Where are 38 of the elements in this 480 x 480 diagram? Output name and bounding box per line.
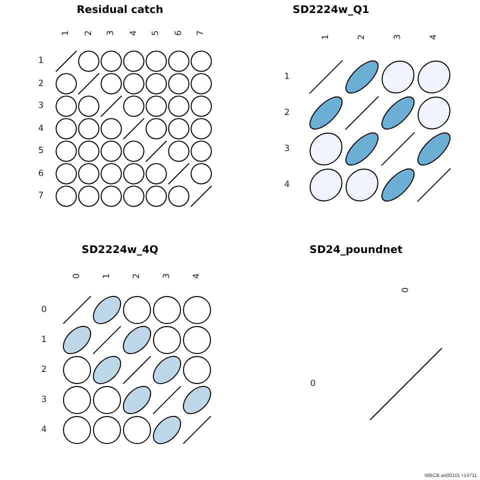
row-label: 2	[284, 108, 290, 118]
row-label: 3	[284, 144, 290, 154]
column-label: 4	[430, 34, 438, 40]
row-label: 2	[41, 366, 47, 374]
panel-title: SD2224w_Q1	[292, 4, 370, 16]
column-label: 1	[322, 34, 330, 40]
row-label: 1	[284, 72, 290, 82]
row-label: 4	[38, 124, 44, 133]
row-label: 7	[38, 192, 44, 200]
row-label: 6	[38, 170, 44, 178]
column-label: 2	[84, 30, 93, 36]
column-label: 2	[132, 273, 142, 279]
row-label: 4	[284, 180, 290, 190]
row-label: 1	[41, 336, 47, 344]
row-label: 2	[38, 80, 44, 88]
column-label: 1	[62, 30, 70, 36]
column-label: 2	[358, 34, 366, 40]
column-label: 0	[72, 273, 82, 279]
column-label: 7	[197, 30, 206, 36]
column-label: 3	[162, 273, 172, 279]
column-label: 6	[174, 30, 183, 36]
column-label: 5	[152, 30, 160, 36]
column-label: 3	[394, 34, 402, 40]
column-label: 4	[192, 273, 202, 279]
row-label: 0	[41, 306, 47, 314]
column-label: 0	[402, 287, 410, 293]
row-label: 0	[310, 380, 316, 388]
row-label: 3	[41, 396, 47, 404]
row-label: 4	[41, 426, 47, 434]
row-label: 3	[38, 102, 44, 110]
column-label: 3	[107, 30, 116, 36]
column-label: 1	[102, 273, 112, 279]
panel-title: SD2224w_4Q	[82, 244, 158, 256]
row-label: 1	[38, 57, 44, 66]
row-label: 5	[38, 147, 44, 156]
panel-title: Residual catch	[76, 4, 164, 16]
panel-title: SD24_poundnet	[310, 244, 402, 256]
column-label: 4	[130, 30, 138, 36]
